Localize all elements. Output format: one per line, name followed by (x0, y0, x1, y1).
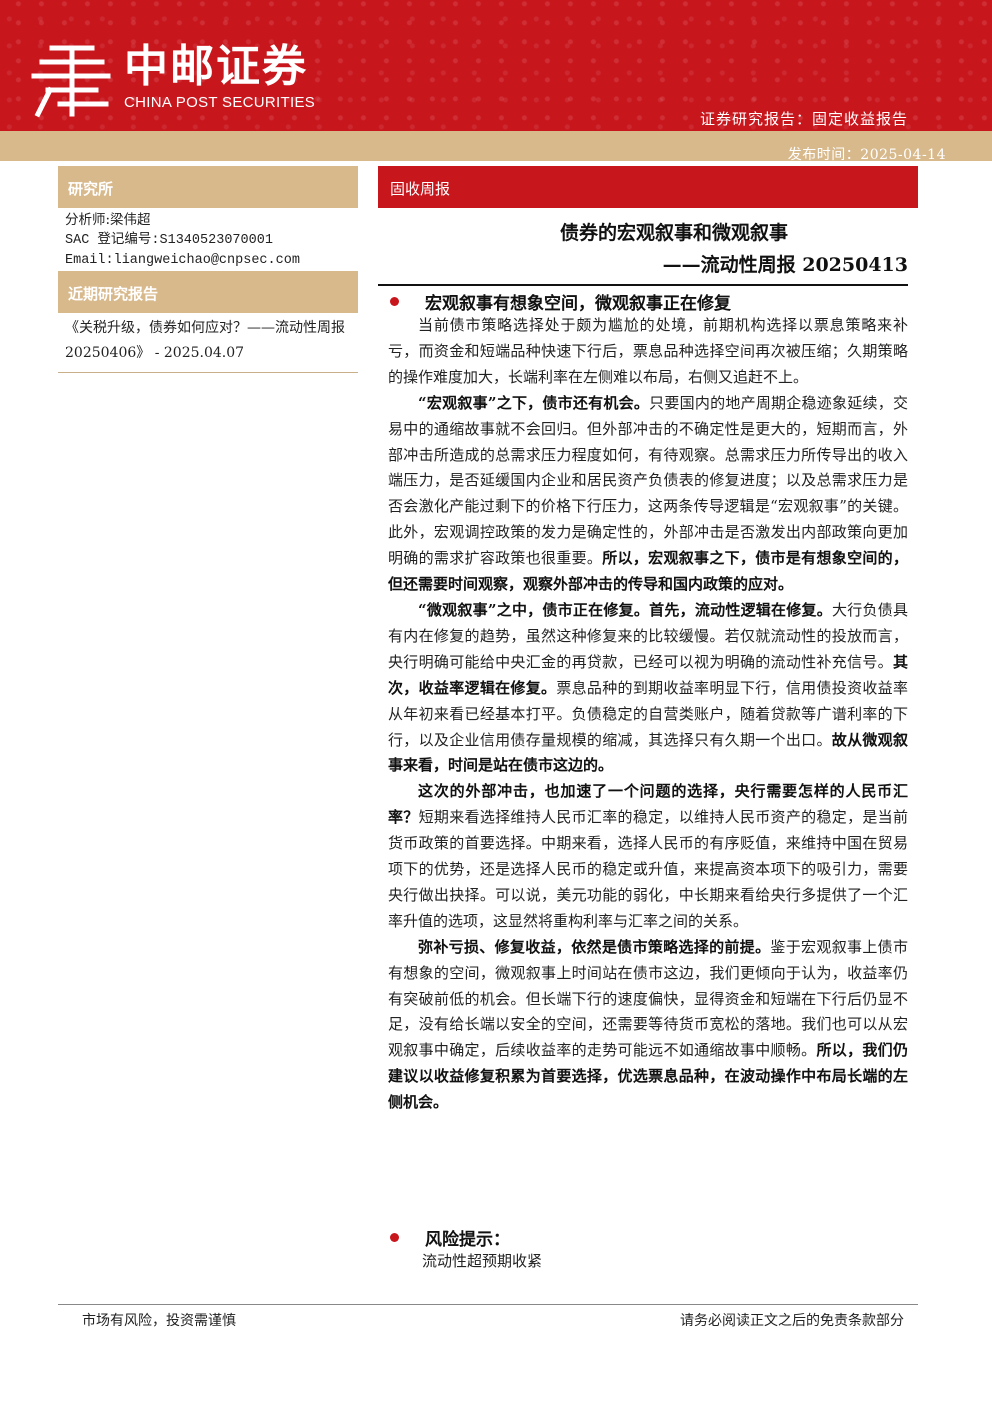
header-gold-band: 发布时间：2025-04-14 (0, 131, 992, 163)
china-post-logo-icon (31, 45, 111, 118)
sidebar-divider (58, 372, 358, 373)
report-body: 当前债市策略选择处于颇为尴尬的处境，前期机构选择以票息策略来补亏，而资金和短端品… (388, 313, 908, 1116)
section-heading-risk: 风险提示： (390, 1225, 510, 1250)
footer-divider (58, 1304, 918, 1305)
paragraph-2: “宏观叙事”之下，债市还有机会。只要国内的地产周期企稳迹象延续，交易中的通缩故事… (388, 393, 908, 594)
risk-warning-text: 流动性超预期收紧 (422, 1252, 543, 1270)
header-banner: 中邮证券 CHINA POST SECURITIES 证券研究报告：固定收益报告 (0, 0, 992, 131)
report-title: 债券的宏观叙事和微观叙事 (559, 222, 788, 244)
logo-english-name: CHINA POST SECURITIES (124, 94, 316, 111)
title-divider (378, 284, 908, 286)
footer-risk-notice: 市场有风险，投资需谨慎 (82, 1313, 236, 1329)
sac-number: SAC 登记编号:S1340523070001 (65, 233, 273, 248)
analyst-email[interactable]: Email:liangweichao@cnpsec.com (65, 253, 300, 268)
analyst-name: 分析师:梁伟超 (65, 212, 151, 228)
publish-date: 发布时间：2025-04-14 (787, 147, 946, 163)
report-type: 证券研究报告：固定收益报告 (699, 110, 908, 128)
red-bullet-icon (390, 297, 399, 306)
recent-reports-heading: 近期研究报告 (58, 271, 358, 313)
recent-report-link[interactable]: 《关税升级，债券如何应对？——流动性周报 20250406》 - 2025.04… (65, 320, 345, 361)
report-category-tag: 固收周报 (378, 166, 918, 208)
red-bullet-icon (390, 1233, 399, 1242)
logo-chinese-name: 中邮证券 (124, 41, 308, 92)
section-heading-macro-micro: 宏观叙事有想象空间，微观叙事正在修复 (390, 289, 731, 314)
paragraph-4: 这次的外部冲击，也加速了一个问题的选择，央行需要怎样的人民币汇率？短期来看选择维… (388, 782, 908, 930)
paragraph-1: 当前债市策略选择处于颇为尴尬的处境，前期机构选择以票息策略来补亏，而资金和短端品… (388, 316, 908, 386)
footer-disclaimer-notice: 请务必阅读正文之后的免责条款部分 (680, 1313, 904, 1329)
paragraph-5: 弥补亏损、修复收益，依然是债市策略选择的前提。鉴于宏观叙事上债市有想象的空间，微… (388, 937, 908, 1112)
paragraph-3: “微观叙事”之中，债市正在修复。首先，流动性逻辑在修复。大行负债具有内在修复的趋… (388, 600, 908, 775)
research-institute-heading: 研究所 (58, 166, 358, 208)
report-subtitle: ——流动性周报 20250413 (662, 254, 908, 276)
